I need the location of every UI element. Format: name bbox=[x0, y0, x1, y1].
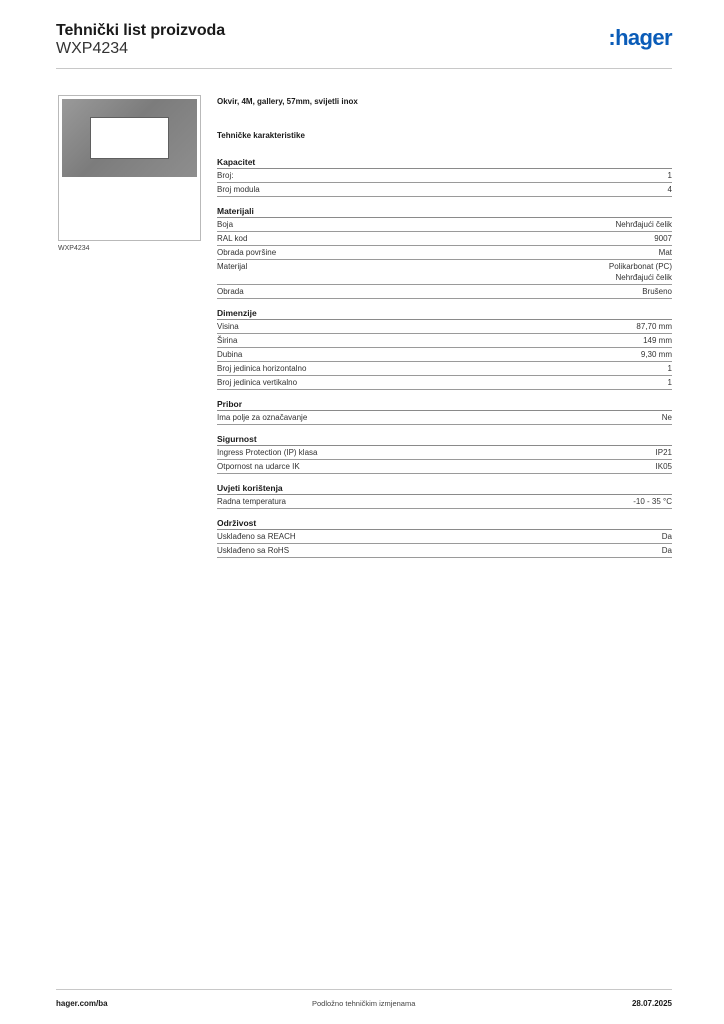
spec-group-title: Uvjeti korištenja bbox=[217, 482, 672, 495]
spec-value: 149 mm bbox=[643, 336, 672, 345]
spec-value: IP21 bbox=[655, 448, 672, 457]
footer-date: 28.07.2025 bbox=[631, 999, 672, 1008]
spec-group-title: Materijali bbox=[217, 205, 672, 218]
spec-row: Usklađeno sa REACH Da bbox=[217, 530, 672, 544]
frame-picture bbox=[62, 99, 197, 177]
document-title: Tehnički list proizvoda bbox=[56, 22, 225, 39]
spec-label: Boja bbox=[217, 220, 234, 229]
spec-label: Ima polje za označavanje bbox=[217, 413, 308, 422]
spec-value: Da bbox=[661, 546, 672, 555]
spec-label: Visina bbox=[217, 322, 239, 331]
document-footer: hager.com/ba Podložno tehničkim izmjenam… bbox=[56, 989, 672, 1013]
spec-row: Materijal Polikarbonat (PC) Nehrđajući če… bbox=[217, 260, 672, 285]
spec-row: Ima polje za označavanje Ne bbox=[217, 411, 672, 425]
spec-value: Mat bbox=[658, 248, 672, 257]
spec-value: 9007 bbox=[654, 234, 672, 243]
product-image bbox=[58, 95, 201, 241]
spec-row: Broj modula 4 bbox=[217, 183, 672, 197]
spec-row: Boja Nehrđajući čelik bbox=[217, 218, 672, 232]
spec-value: IK05 bbox=[655, 462, 672, 471]
spec-row: Obrada Brušeno bbox=[217, 285, 672, 299]
product-image-caption: WXP4234 bbox=[58, 245, 90, 252]
spec-row: Dubina 9,30 mm bbox=[217, 348, 672, 362]
spec-value: Da bbox=[661, 532, 672, 541]
spec-row: Otpornost na udarce IK IK05 bbox=[217, 460, 672, 474]
hager-logo-text: hager bbox=[615, 25, 673, 50]
product-code: WXP4234 bbox=[56, 40, 129, 57]
frame-opening bbox=[90, 117, 169, 159]
spec-value: Brušeno bbox=[642, 287, 672, 296]
spec-row: Broj jedinica horizontalno 1 bbox=[217, 362, 672, 376]
spec-label: Radna temperatura bbox=[217, 497, 286, 506]
spec-value: 87,70 mm bbox=[636, 322, 672, 331]
spec-label: Dubina bbox=[217, 350, 243, 359]
spec-value: 1 bbox=[667, 364, 672, 373]
spec-value: 1 bbox=[667, 378, 672, 387]
spec-value: -10 - 35 °C bbox=[633, 497, 672, 506]
spec-label: Broj: bbox=[217, 171, 234, 180]
spec-group-title: Dimenzije bbox=[217, 307, 672, 320]
spec-value: Polikarbonat (PC) Nehrđajući čelik bbox=[608, 262, 672, 282]
spec-label: Usklađeno sa REACH bbox=[217, 532, 296, 541]
spec-label: Obrada površine bbox=[217, 248, 277, 257]
spec-label: Širina bbox=[217, 336, 238, 345]
footer-website: hager.com/ba bbox=[56, 999, 108, 1008]
spec-row: Broj: 1 bbox=[217, 169, 672, 183]
spec-row: Širina 149 mm bbox=[217, 334, 672, 348]
hager-logo-mark: : bbox=[608, 25, 616, 50]
spec-label: Obrada bbox=[217, 287, 244, 296]
hager-logo: :hager bbox=[608, 26, 672, 50]
document-header: Tehnički list proizvoda WXP4234 :hager bbox=[56, 20, 673, 69]
product-description: Okvir, 4M, gallery, 57mm, svijetli inox bbox=[217, 97, 358, 106]
spec-label: Broj jedinica horizontalno bbox=[217, 364, 307, 373]
spec-group-title: Pribor bbox=[217, 398, 672, 411]
footer-notice: Podložno tehničkim izmjenama bbox=[312, 999, 416, 1008]
spec-row: Ingress Protection (IP) klasa IP21 bbox=[217, 446, 672, 460]
spec-row: Obrada površine Mat bbox=[217, 246, 672, 260]
spec-row: Broj jedinica vertikalno 1 bbox=[217, 376, 672, 390]
technical-characteristics-heading: Tehničke karakteristike bbox=[217, 131, 305, 140]
spec-group-title: Održivost bbox=[217, 517, 672, 530]
spec-value: 4 bbox=[667, 185, 672, 194]
spec-value: 1 bbox=[667, 171, 672, 180]
spec-row: Usklađeno sa RoHS Da bbox=[217, 544, 672, 558]
spec-label: Otpornost na udarce IK bbox=[217, 462, 300, 471]
spec-label: Ingress Protection (IP) klasa bbox=[217, 448, 318, 457]
spec-row: RAL kod 9007 bbox=[217, 232, 672, 246]
spec-value: 9,30 mm bbox=[640, 350, 672, 359]
spec-value: Ne bbox=[661, 413, 672, 422]
spec-label: RAL kod bbox=[217, 234, 248, 243]
spec-group-title: Sigurnost bbox=[217, 433, 672, 446]
spec-label: Broj modula bbox=[217, 185, 260, 194]
spec-label: Usklađeno sa RoHS bbox=[217, 546, 290, 555]
spec-row: Radna temperatura -10 - 35 °C bbox=[217, 495, 672, 509]
spec-label: Materijal bbox=[217, 262, 248, 271]
spec-row: Visina 87,70 mm bbox=[217, 320, 672, 334]
spec-label: Broj jedinica vertikalno bbox=[217, 378, 298, 387]
spec-value: Nehrđajući čelik bbox=[615, 220, 672, 229]
specifications: Okvir, 4M, gallery, 57mm, svijetli inox … bbox=[217, 96, 672, 558]
spec-group-title: Kapacitet bbox=[217, 156, 672, 169]
